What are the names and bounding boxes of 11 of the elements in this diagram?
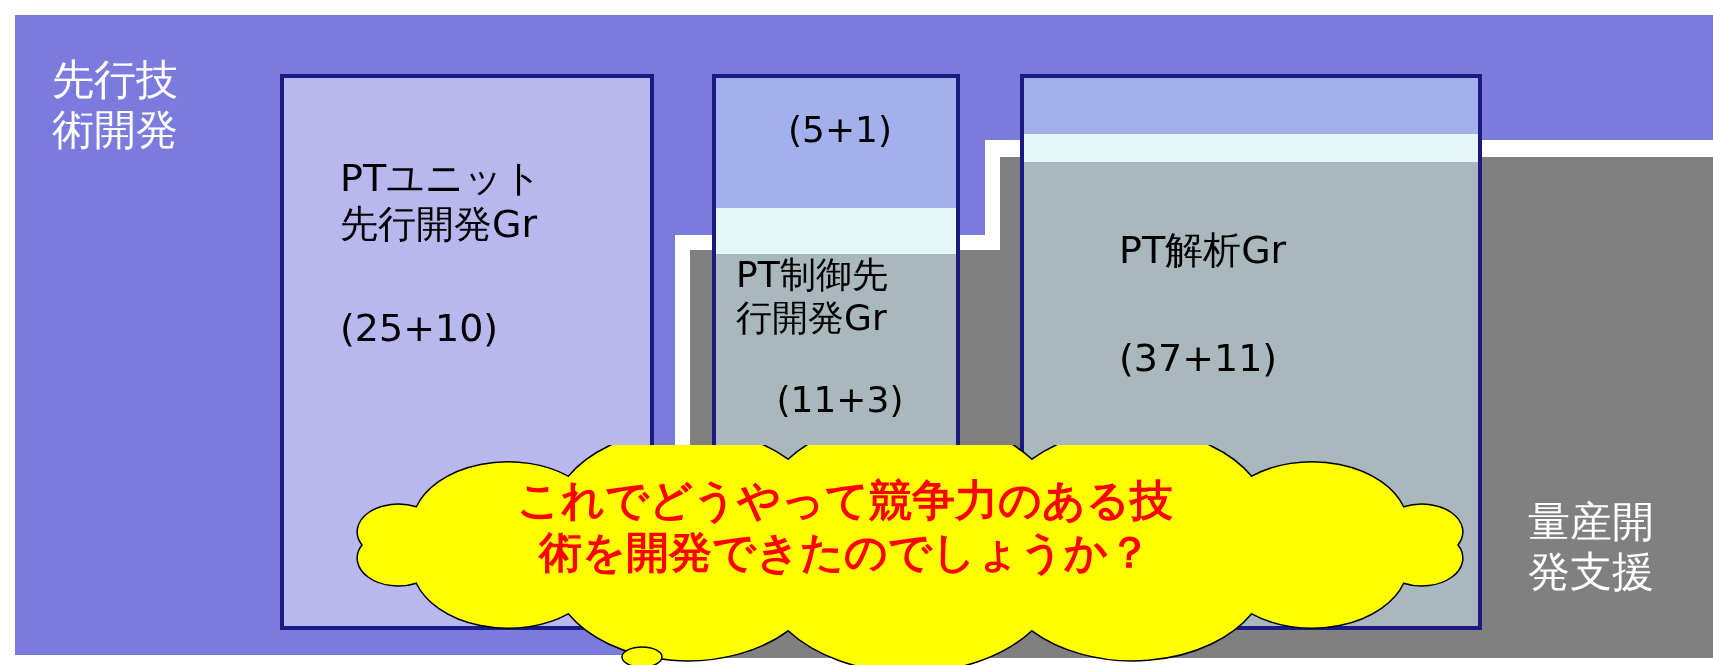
member-count: (5+1)	[786, 108, 894, 152]
callout-text: これでどうやって競争力のある技術を開発できたのでしょうか？	[516, 475, 1174, 579]
group-box	[712, 74, 960, 458]
band-label: 先行技術開発	[52, 55, 179, 156]
band-label: 量産開発支援	[1528, 497, 1655, 598]
member-count: (25+10)	[340, 306, 500, 352]
group-name: PTユニット先行開発Gr	[340, 156, 544, 248]
group-name: PT制御先行開発Gr	[736, 253, 889, 340]
group-name: PT解析Gr	[1119, 228, 1288, 274]
member-count: (37+11)	[1119, 336, 1279, 382]
member-count: (11+3)	[775, 378, 905, 422]
